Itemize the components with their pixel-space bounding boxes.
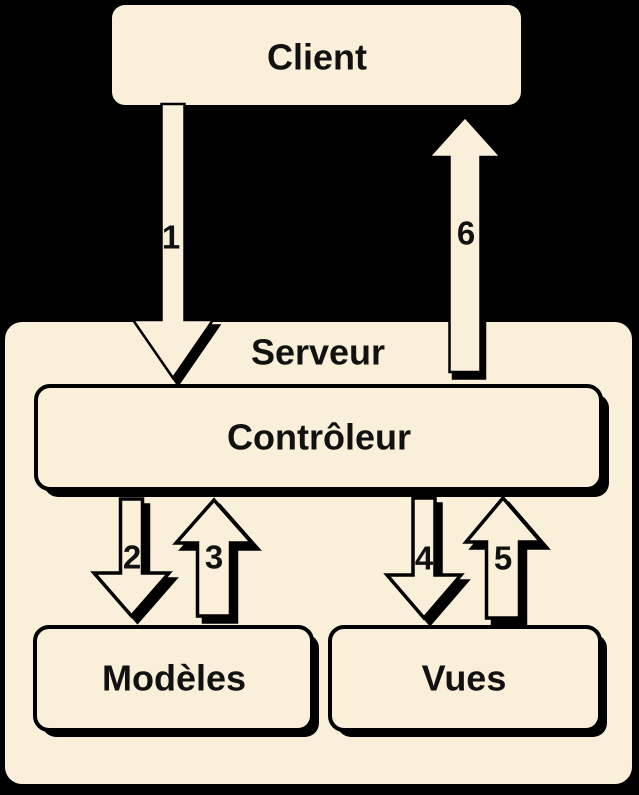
arrow-4-down <box>383 496 471 627</box>
arrow-1-number: 1 <box>162 219 180 256</box>
arrow-3-up <box>172 497 262 624</box>
vues-node: Vues <box>328 625 607 737</box>
arrow-6-shape <box>426 115 504 374</box>
arrow-2-number: 2 <box>123 539 141 576</box>
arrow-3-number: 3 <box>205 539 223 576</box>
controleur-node: Contrôleur <box>34 384 609 497</box>
arrow-1-shape <box>130 102 216 381</box>
client-box <box>112 5 521 105</box>
arrow-3-shape <box>172 497 256 618</box>
controleur-box <box>34 384 603 491</box>
arrow-5-up <box>462 495 551 626</box>
client-label: Client <box>267 37 367 78</box>
modeles-label: Modèles <box>102 658 246 699</box>
arrow-4-shape <box>383 496 465 621</box>
arrow-2-down <box>90 497 179 625</box>
vues-box <box>328 625 602 732</box>
arrow-6-up <box>426 115 509 380</box>
controleur-label: Contrôleur <box>227 417 411 458</box>
modeles-node: Modèles <box>33 625 319 737</box>
arrow-5-number: 5 <box>494 540 512 577</box>
modeles-box <box>33 625 314 732</box>
arrow-4-number: 4 <box>415 540 434 577</box>
arrow-1-down <box>130 102 222 388</box>
arrow-5-shape <box>462 495 545 620</box>
arrow-2-shape <box>90 497 173 619</box>
arrow-6-number: 6 <box>457 215 475 252</box>
serveur-label: Serveur <box>251 332 385 373</box>
vues-label: Vues <box>422 658 507 699</box>
